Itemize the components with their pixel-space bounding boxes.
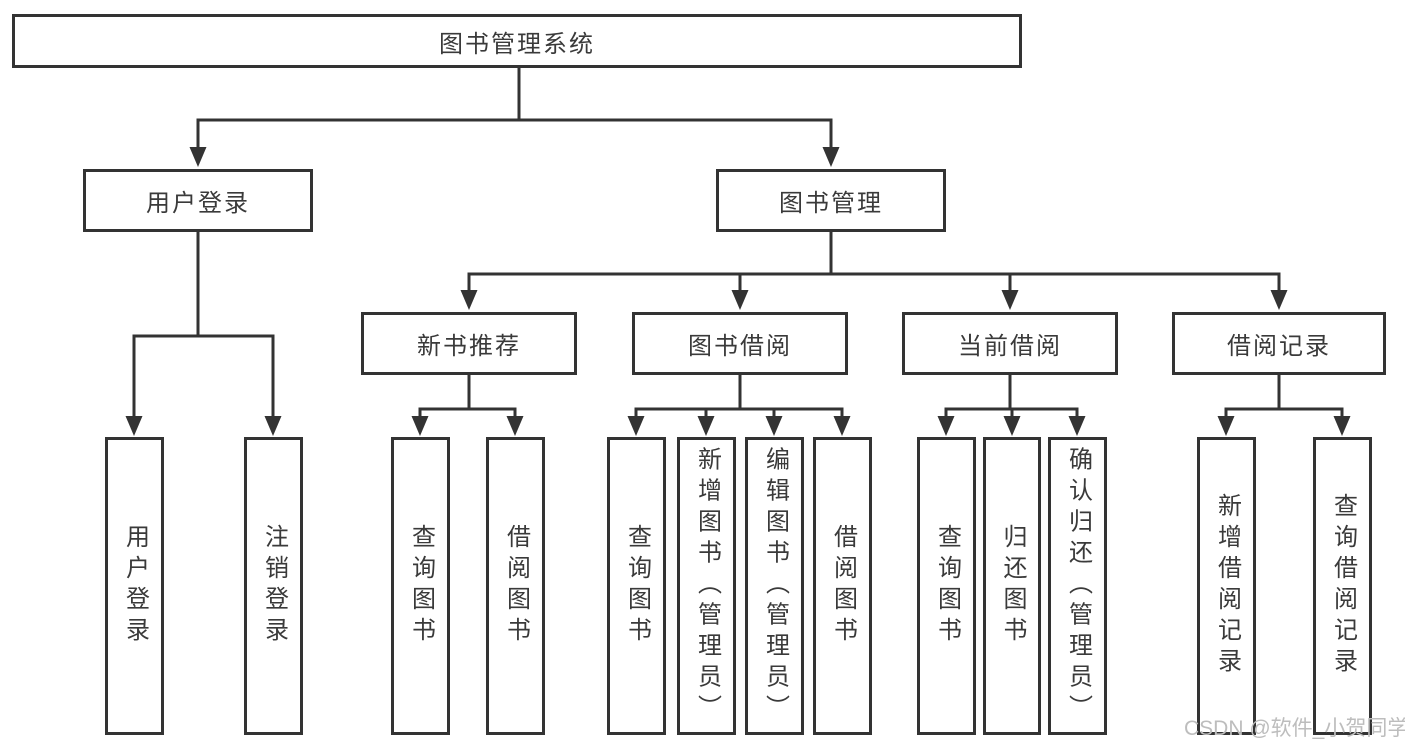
leaf-cb-query-book: 查询图书 — [917, 437, 976, 735]
connector-borrowrecords-to-leaves — [1224, 375, 1344, 418]
connector-bookborrow-to-leaves — [634, 375, 844, 418]
leaf-cb-return-book-label: 归还图书 — [999, 524, 1026, 648]
leaf-cb-query-book-label: 查询图书 — [933, 524, 961, 648]
node-root: 图书管理系统 — [12, 14, 1022, 68]
connector-userlogin-to-leaves — [132, 232, 275, 418]
node-book-mgmt-label: 图书管理 — [779, 190, 883, 217]
arrowheads — [125, 147, 1351, 436]
leaf-bb-edit-book-label: 编辑图书（管理员） — [761, 446, 789, 726]
leaf-br-query-record-label: 查询借阅记录 — [1329, 493, 1357, 679]
leaf-logout: 注销登录 — [244, 437, 303, 735]
leaf-bb-edit-book: 编辑图书（管理员） — [745, 437, 804, 735]
leaf-nbr-query-book: 查询图书 — [391, 437, 450, 735]
leaf-bb-add-book-label: 新增图书（管理员） — [693, 446, 721, 726]
node-borrow-records: 借阅记录 — [1172, 312, 1386, 375]
leaf-bb-query-book-label: 查询图书 — [623, 524, 651, 648]
leaf-user-login: 用户登录 — [105, 437, 164, 735]
leaf-br-add-record: 新增借阅记录 — [1197, 437, 1256, 735]
node-borrow-records-label: 借阅记录 — [1227, 333, 1331, 360]
node-user-login-label: 用户登录 — [146, 190, 250, 217]
node-book-borrow-label: 图书借阅 — [688, 333, 792, 360]
csdn-watermark: CSDN @软件_小贺同学 — [1184, 717, 1405, 740]
leaf-bb-query-book: 查询图书 — [607, 437, 666, 735]
leaf-bb-borrow-book-label: 借阅图书 — [829, 524, 857, 648]
leaf-logout-label: 注销登录 — [260, 524, 288, 648]
leaf-bb-borrow-book: 借阅图书 — [813, 437, 872, 735]
node-root-label: 图书管理系统 — [439, 30, 595, 58]
node-current-borrow-label: 当前借阅 — [958, 333, 1062, 360]
leaf-cb-confirm-return: 确认归还（管理员） — [1048, 437, 1107, 735]
node-new-book-rec-label: 新书推荐 — [417, 333, 521, 360]
leaf-cb-return-book: 归还图书 — [983, 437, 1041, 735]
connector-newbookrec-to-leaves — [418, 375, 517, 418]
node-user-login: 用户登录 — [83, 169, 313, 232]
leaf-br-query-record: 查询借阅记录 — [1313, 437, 1372, 735]
leaf-bb-add-book: 新增图书（管理员） — [677, 437, 736, 735]
node-new-book-rec: 新书推荐 — [361, 312, 577, 375]
leaf-nbr-borrow-book-label: 借阅图书 — [502, 524, 530, 648]
connector-currentborrow-to-leaves — [944, 375, 1079, 418]
node-book-borrow: 图书借阅 — [632, 312, 848, 375]
node-current-borrow: 当前借阅 — [902, 312, 1118, 375]
leaf-nbr-borrow-book: 借阅图书 — [486, 437, 545, 735]
leaf-user-login-label: 用户登录 — [121, 524, 149, 648]
leaf-br-add-record-label: 新增借阅记录 — [1213, 493, 1241, 679]
node-book-mgmt: 图书管理 — [716, 169, 946, 232]
leaf-nbr-query-book-label: 查询图书 — [407, 524, 435, 648]
connector-bookmgmt-to-level2 — [467, 232, 1281, 292]
connector-root-to-level1 — [196, 68, 833, 150]
leaf-cb-confirm-return-label: 确认归还（管理员） — [1064, 446, 1092, 726]
